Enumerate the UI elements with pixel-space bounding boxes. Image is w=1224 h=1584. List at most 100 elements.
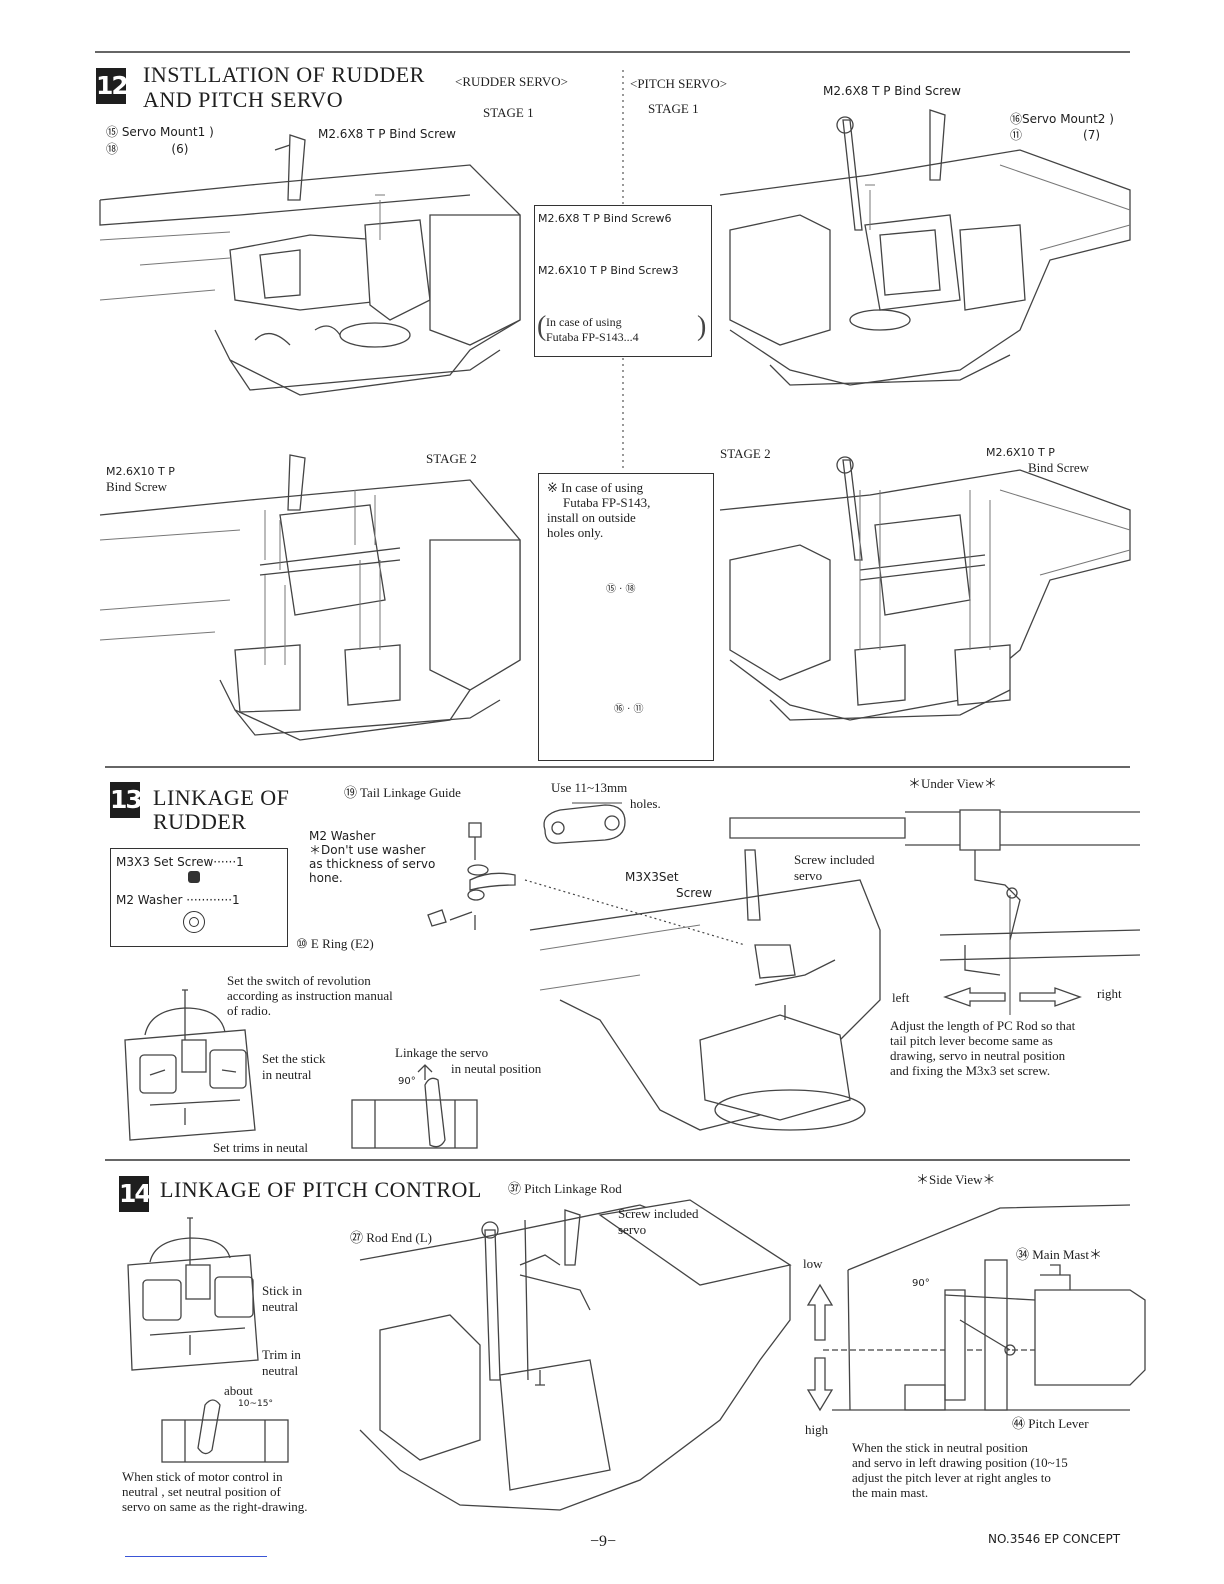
linkage-servo-line2: in neutal position (451, 1061, 542, 1076)
pitch-servo-stage2-drawing (719, 456, 1131, 721)
parts-set-screw: M3X3 Set Screw······1 (116, 855, 244, 869)
holes-note-line2: holes. (630, 796, 661, 811)
switch-note-line1: Set the switch of revolution (227, 973, 371, 988)
pitch-note-line3: adjust the pitch lever at right angles t… (852, 1470, 1051, 1485)
parts-washer: M2 Washer ············1 (116, 893, 240, 907)
section-13-title-line2: RUDDER (153, 809, 247, 834)
parts-list-box-12 (534, 205, 712, 357)
screw-included-13-line2: servo (794, 868, 823, 883)
pitch-servo-header: <PITCH SERVO> (630, 76, 728, 91)
section-14-title: LINKAGE OF PITCH CONTROL (160, 1177, 482, 1202)
stick-neutral-13-line2: in neutral (262, 1067, 312, 1082)
set-screw-label-line2: Screw (676, 886, 713, 900)
adjust-note-line1: Adjust the length of PC Rod so that (890, 1018, 1076, 1033)
section-number-14: 14 (119, 1176, 152, 1212)
section-number-12: 12 (96, 68, 129, 104)
parts-note-right-paren: ) (697, 311, 707, 342)
washer-note-line3: as thickness of servo (309, 857, 436, 871)
futaba-note-line2: Futaba FP-S143, (563, 495, 651, 510)
pitch-lever-label: ㊹ Pitch Lever (1012, 1416, 1089, 1431)
washer-glyph (183, 911, 205, 933)
under-view-label: ＊Under View＊ (908, 776, 997, 791)
page-number: −9− (590, 1533, 617, 1550)
trim-in-line2: neutral (262, 1363, 299, 1378)
adjust-note-line2: tail pitch lever become same as (890, 1033, 1053, 1048)
document-id: NO.3546 EP CONCEPT (988, 1532, 1121, 1546)
deg90-14-label: 90° (912, 1278, 930, 1289)
motor-note-line2: neutral , set neutral position of (122, 1484, 281, 1499)
section-12-title-line2: AND PITCH SERVO (143, 87, 344, 112)
pitch-servo-stage1-drawing (719, 109, 1131, 386)
footer-link-underline[interactable] (125, 1556, 267, 1557)
servo-mount2-label: ⑯Servo Mount2 ) (1010, 112, 1114, 126)
adjust-note-line3: drawing, servo in neutral position (890, 1048, 1066, 1063)
about-label: about (224, 1383, 253, 1398)
rudder-stage1-label: STAGE 1 (483, 105, 534, 120)
rudder-servo-stage2-drawing (99, 454, 521, 741)
pitch-lever-note: When the stick in neutral position and s… (852, 1440, 1068, 1500)
stage2-pitch-screw-line2: Bind Screw (1028, 460, 1090, 475)
pitch-bind-screw-label: M2.6X8 T P Bind Screw (823, 84, 961, 98)
section-13-title-line1: LINKAGE OF (153, 785, 290, 810)
motor-control-note: When stick of motor control in neutral ,… (122, 1469, 308, 1514)
rudder-servo-stage1-drawing (99, 134, 521, 396)
pitch-note-line2: and servo in left drawing position (10~1… (852, 1455, 1068, 1470)
linkage-servo-line1: Linkage the servo (395, 1045, 489, 1060)
parts-screw1: M2.6X8 T P Bind Screw6 (538, 212, 672, 225)
holes-note-line1: Use 11~13mm (551, 780, 628, 795)
section-12-title-line1: INSTLLATION OF RUDDER (143, 62, 425, 87)
motor-note-line3: servo on same as the right-drawing. (122, 1499, 308, 1514)
futaba-note-line4: holes only. (547, 525, 604, 540)
pitch-linkage-rod-label: ㊲ Pitch Linkage Rod (508, 1181, 622, 1196)
deg90-13-label: 90° (398, 1076, 416, 1087)
switch-note-line3: of radio. (227, 1003, 272, 1018)
rudder-linkage-drawings (124, 802, 1141, 1149)
rudder-bind-screw-label: M2.6X8 T P Bind Screw (318, 127, 456, 141)
servo-mount2-qty: ⑪ (7) (1010, 128, 1101, 142)
trims-neutral-label: Set trims in neutal (213, 1140, 308, 1155)
servo-mount1-label: ⑮ Servo Mount1 ) (106, 125, 214, 139)
switch-note-line2: according as instruction manual (227, 988, 393, 1003)
section-number-13: 13 (110, 782, 143, 818)
parts-note-left-paren: ( (537, 311, 547, 342)
rudder-servo-header: <RUDDER SERVO> (455, 74, 568, 89)
futaba-note-line3: install on outside (547, 510, 636, 525)
rod-end-label: ㉗ Rod End (L) (350, 1230, 432, 1245)
right-label: right (1097, 986, 1122, 1001)
high-label: high (805, 1422, 829, 1437)
about-deg-label: 10~15° (238, 1399, 273, 1409)
stick-in-line2: neutral (262, 1299, 299, 1314)
washer-note-line2: ＊Don't use washer (309, 843, 426, 857)
trim-in-line1: Trim in (262, 1347, 301, 1362)
washer-note: M2 Washer ＊Don't use washer as thickness… (309, 829, 435, 885)
rudder-stage2-label: STAGE 2 (426, 451, 477, 466)
futaba-note-text: ※ In case of using Futaba FP-S143, insta… (547, 480, 709, 540)
left-label: left (892, 990, 910, 1005)
stick-neutral-13-line1: Set the stick (262, 1051, 326, 1066)
stage2-pitch-screw-line1: M2.6X10 T P (986, 446, 1055, 459)
mount-pair-a-label: ⑮ · ⑱ (606, 584, 636, 595)
main-mast-label: ㉞ Main Mast＊ (1016, 1247, 1102, 1262)
pitch-linkage-drawings (127, 1199, 1146, 1511)
set-screw-label-line1: M3X3Set (625, 870, 679, 884)
washer-note-line4: hone. (309, 871, 343, 885)
adjust-note-line4: and fixing the M3x3 set screw. (890, 1063, 1051, 1078)
servo-mount1-qty: ⑱ (6) (106, 142, 189, 156)
parts-screw2: M2.6X10 T P Bind Screw3 (538, 264, 679, 277)
switch-revolution-note: Set the switch of revolution according a… (227, 973, 393, 1018)
futaba-note-line1: ※ In case of using (547, 480, 644, 495)
stage2-rudder-screw-line2: Bind Screw (106, 479, 168, 494)
pitch-stage2-label: STAGE 2 (720, 446, 771, 461)
tail-linkage-guide-label: ⑲ Tail Linkage Guide (344, 785, 461, 800)
parts-note-line2: Futaba FP-S143...4 (546, 330, 639, 344)
pitch-note-line4: the main mast. (852, 1485, 929, 1500)
screw-included-14-line2: servo (618, 1222, 647, 1237)
stick-in-line1: Stick in (262, 1283, 303, 1298)
e-ring-label: ⑩ E Ring (E2) (296, 936, 374, 951)
side-view-label: ＊Side View＊ (916, 1172, 996, 1187)
pitch-stage1-label: STAGE 1 (648, 101, 699, 116)
parts-note-line1: In case of using (546, 315, 622, 329)
set-screw-glyph (188, 871, 200, 883)
futaba-note-box (538, 473, 714, 761)
